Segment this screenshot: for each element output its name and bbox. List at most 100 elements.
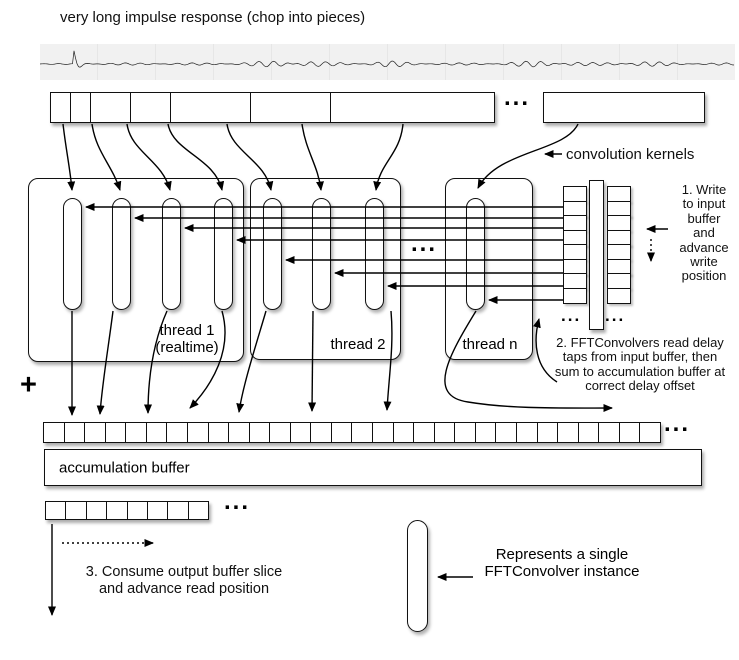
thread-1-label-line2: (realtime)	[155, 339, 219, 356]
accumulation-cell	[291, 423, 312, 442]
note-2-line: correct delay offset	[585, 378, 695, 394]
note-1-line: position	[681, 268, 727, 284]
accumulation-cell	[579, 423, 600, 442]
accumulation-cell	[435, 423, 456, 442]
accumulation-cell	[517, 423, 538, 442]
fftconvolver-pill	[466, 198, 485, 310]
accumulation-cell	[414, 423, 435, 442]
accumulation-cell	[455, 423, 476, 442]
sum-plus-sign: +	[20, 369, 37, 401]
input-buffer-dots-left: ...	[561, 306, 582, 325]
output-cell	[46, 502, 67, 519]
kernel-segment	[171, 93, 251, 122]
thread-n-label: thread n	[462, 336, 518, 353]
fftconvolver-pill	[162, 198, 181, 310]
output-slice	[45, 501, 209, 520]
fftconvolver-pill	[214, 198, 233, 310]
input-buffer-write-bar	[589, 180, 604, 330]
accumulation-ellipsis: ...	[664, 410, 691, 437]
input-buffer-column-right	[607, 186, 631, 304]
input-buffer-column-left	[563, 186, 587, 304]
accumulation-cell	[44, 423, 65, 442]
thread-1-label-line1: thread 1	[159, 322, 215, 339]
kernel-segment	[251, 93, 331, 122]
output-cell	[189, 502, 208, 519]
accumulation-cell	[85, 423, 106, 442]
output-cell	[168, 502, 189, 519]
fftconvolver-pill	[312, 198, 331, 310]
accumulation-cell	[209, 423, 230, 442]
accumulation-cell	[496, 423, 517, 442]
thread-n-box	[445, 178, 533, 360]
kernel-ellipsis: ...	[504, 84, 531, 111]
kernel-bar	[50, 92, 495, 123]
accumulation-cell	[394, 423, 415, 442]
kernel-segment	[131, 93, 171, 122]
note-1-line: to input	[682, 196, 726, 212]
accumulation-cell	[558, 423, 579, 442]
fftconvolver-pill	[365, 198, 384, 310]
accumulation-cell	[352, 423, 373, 442]
output-cell	[87, 502, 108, 519]
accumulation-cell	[599, 423, 620, 442]
fftconvolver-pill	[112, 198, 131, 310]
input-buffer-cell	[607, 287, 631, 304]
convolution-kernels-label: convolution kernels	[566, 146, 695, 163]
thread-1-label: thread 1 (realtime)	[155, 322, 218, 356]
output-cell	[128, 502, 148, 519]
note-1: 1. Write to input buffer and advance wri…	[679, 182, 729, 284]
fftconvolver-pill	[63, 198, 82, 310]
accumulation-cell	[65, 423, 86, 442]
note-1-line: 1. Write	[681, 182, 727, 197]
legend-pill	[407, 520, 428, 632]
legend-text: Represents a single FFTConvolver instanc…	[484, 546, 639, 580]
kernel-tail-box	[543, 92, 705, 123]
note-3-line: 3. Consume output buffer slice	[85, 564, 283, 580]
legend-text-line: Represents a single	[495, 546, 629, 563]
accumulation-cell	[373, 423, 394, 442]
accumulation-buffer-box: accumulation buffer	[44, 449, 702, 486]
note-1-line: and	[693, 225, 715, 241]
accumulation-cell	[229, 423, 250, 442]
accumulation-cell	[620, 423, 641, 442]
fftconvolver-pill	[263, 198, 282, 310]
accumulation-cell	[476, 423, 497, 442]
kernel-segment	[71, 93, 91, 122]
input-buffer-cell	[563, 287, 587, 304]
accumulation-cell	[188, 423, 209, 442]
accumulation-cell	[332, 423, 353, 442]
legend-text-line: FFTConvolver instance	[484, 563, 640, 580]
accumulation-buffer-label: accumulation buffer	[59, 459, 190, 476]
note-1-line: advance	[679, 239, 729, 255]
note-3: 3. Consume output buffer slice and advan…	[86, 564, 282, 598]
accumulation-cell	[640, 423, 660, 442]
thread-2-label: thread 2	[330, 336, 386, 353]
note-1-line: write	[690, 254, 718, 270]
note-1-line: buffer	[687, 210, 721, 226]
accumulation-strip	[43, 422, 661, 443]
kernel-segment	[331, 93, 494, 122]
note-2-line: sum to accumulation buffer at	[554, 363, 726, 379]
note-2: 2. FFTConvolvers read delay taps from in…	[554, 335, 726, 394]
note-2-line: taps from input buffer, then	[562, 349, 718, 365]
accumulation-cell	[167, 423, 188, 442]
output-ellipsis: ...	[224, 488, 251, 515]
accumulation-cell	[126, 423, 147, 442]
thread-ellipsis: ...	[411, 230, 438, 257]
accumulation-cell	[250, 423, 271, 442]
accumulation-cell	[106, 423, 127, 442]
kernel-segment	[51, 93, 71, 122]
input-buffer-dots-right: ...	[605, 306, 626, 325]
accumulation-cell	[311, 423, 332, 442]
output-cell	[107, 502, 128, 519]
accumulation-cell	[270, 423, 291, 442]
note-2-line: 2. FFTConvolvers read delay	[556, 335, 724, 350]
accumulation-cell	[538, 423, 559, 442]
output-cell	[66, 502, 87, 519]
page-title: very long impulse response (chop into pi…	[60, 9, 366, 26]
accumulation-cell	[147, 423, 168, 442]
note-3-line: and advance read position	[98, 581, 270, 597]
output-cell	[148, 502, 169, 519]
kernel-segment	[91, 93, 131, 122]
